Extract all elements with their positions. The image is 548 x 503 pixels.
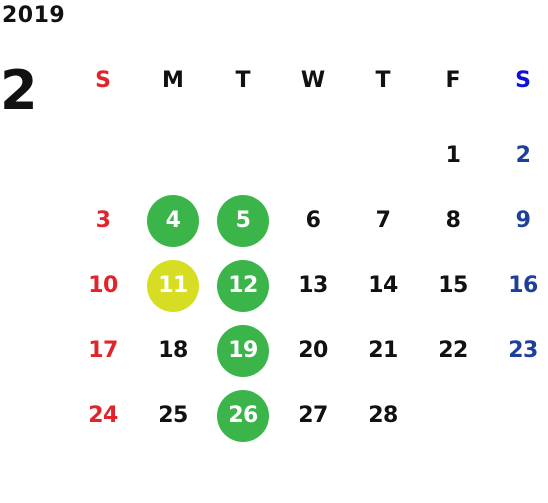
weekday-header: F (445, 67, 461, 93)
highlighted-day-cell: 19 (208, 318, 278, 383)
day-cell: 17 (68, 318, 138, 383)
day-cell: 9 (488, 188, 548, 253)
month-number: 2 (0, 59, 38, 122)
day-number: 14 (368, 273, 398, 298)
day-cell: 16 (488, 253, 548, 318)
day-number: 1 (445, 143, 461, 168)
day-number: 26 (217, 389, 269, 442)
day-number: 4 (147, 194, 199, 247)
day-number: 15 (438, 273, 468, 298)
day-cell: 18 (138, 318, 208, 383)
day-cell: 28 (348, 383, 418, 448)
weekday-header: M (162, 67, 184, 93)
day-cell: 24 (68, 383, 138, 448)
day-number: 28 (368, 403, 398, 428)
day-number: 27 (298, 403, 328, 428)
day-cell: 25 (138, 383, 208, 448)
day-number: 24 (88, 403, 118, 428)
day-number: 23 (508, 338, 538, 363)
empty-day-cell (278, 123, 348, 188)
weekday-header: S (515, 67, 531, 93)
day-cell: 22 (418, 318, 488, 383)
weekday-header: T (375, 67, 391, 93)
day-number: 5 (217, 194, 269, 247)
day-number: 3 (95, 208, 111, 233)
empty-day-cell (68, 123, 138, 188)
day-cell: 2 (488, 123, 548, 188)
day-number: 19 (217, 324, 269, 377)
empty-day-cell (418, 383, 488, 448)
day-number: 11 (147, 259, 199, 312)
day-number: 12 (217, 259, 269, 312)
highlighted-day-cell: 4 (138, 188, 208, 253)
highlighted-day-cell: 11 (138, 253, 208, 318)
empty-day-cell (138, 123, 208, 188)
weekday-header: W (300, 67, 326, 93)
day-cell: 6 (278, 188, 348, 253)
day-number: 6 (305, 208, 321, 233)
day-number: 13 (298, 273, 328, 298)
day-number: 22 (438, 338, 468, 363)
highlighted-day-cell: 26 (208, 383, 278, 448)
day-cell: 27 (278, 383, 348, 448)
year-label: 2019 (2, 3, 66, 28)
empty-day-cell (348, 123, 418, 188)
highlighted-day-cell: 12 (208, 253, 278, 318)
empty-day-cell (488, 383, 548, 448)
highlighted-day-cell: 5 (208, 188, 278, 253)
day-cell: 21 (348, 318, 418, 383)
empty-day-cell (208, 123, 278, 188)
weekday-header: T (235, 67, 251, 93)
day-number: 8 (445, 208, 461, 233)
day-number: 7 (375, 208, 391, 233)
day-cell: 1 (418, 123, 488, 188)
day-number: 18 (158, 338, 188, 363)
day-cell: 15 (418, 253, 488, 318)
day-cell: 20 (278, 318, 348, 383)
day-number: 17 (88, 338, 118, 363)
day-number: 16 (508, 273, 538, 298)
day-number: 9 (515, 208, 531, 233)
day-number: 21 (368, 338, 398, 363)
day-number: 2 (515, 143, 531, 168)
day-cell: 8 (418, 188, 488, 253)
day-cell: 10 (68, 253, 138, 318)
day-cell: 3 (68, 188, 138, 253)
day-cell: 23 (488, 318, 548, 383)
weekday-header: S (95, 67, 111, 93)
day-cell: 13 (278, 253, 348, 318)
day-number: 20 (298, 338, 328, 363)
day-cell: 7 (348, 188, 418, 253)
day-number: 25 (158, 403, 188, 428)
day-number: 10 (88, 273, 118, 298)
day-cell: 14 (348, 253, 418, 318)
